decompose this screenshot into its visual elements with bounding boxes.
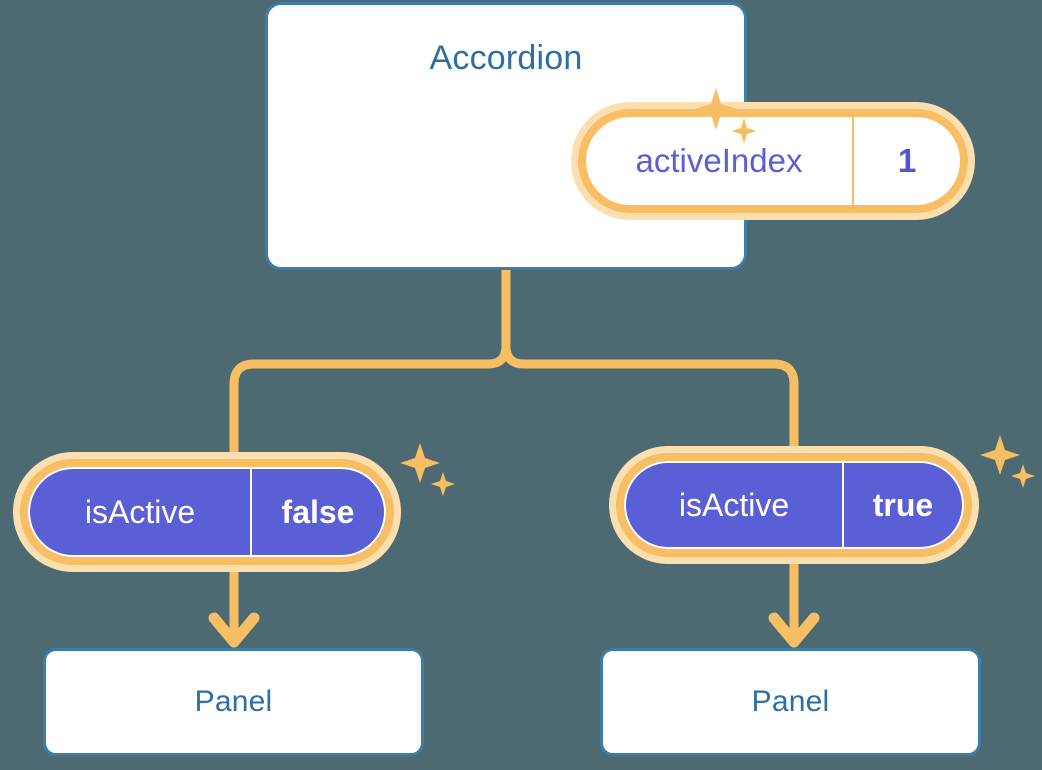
sparkle-icon bbox=[400, 443, 455, 496]
sparkle-icon bbox=[980, 435, 1035, 488]
prop-key-label: isActive bbox=[30, 469, 252, 555]
prop-pill-is-active-false[interactable]: isActive false bbox=[20, 459, 394, 565]
edge-to-prop-right bbox=[501, 341, 799, 458]
prop-value-label: true bbox=[872, 486, 934, 523]
component-card-accordion[interactable]: Accordion activeIndex 1 bbox=[265, 2, 968, 270]
component-card-panel-right[interactable]: Panel bbox=[600, 648, 981, 756]
page-title: Accordion bbox=[429, 39, 583, 77]
arrow-down-icon-right bbox=[768, 612, 820, 648]
prop-value-label: false bbox=[281, 493, 355, 530]
prop-key-label: isActive bbox=[626, 463, 844, 547]
component-card-panel-left[interactable]: Panel bbox=[43, 648, 424, 756]
state-pill-active-index[interactable]: activeIndex 1 bbox=[578, 109, 968, 213]
prop-pill-is-active-true[interactable]: isActive true bbox=[616, 453, 972, 557]
arrow-down-icon-left bbox=[208, 612, 260, 648]
panel-title-right: Panel bbox=[751, 685, 830, 718]
state-value-label: 1 bbox=[897, 142, 917, 179]
edge-to-prop-left bbox=[229, 341, 511, 464]
panel-title-left: Panel bbox=[194, 685, 273, 718]
state-key-label: activeIndex bbox=[586, 117, 854, 205]
